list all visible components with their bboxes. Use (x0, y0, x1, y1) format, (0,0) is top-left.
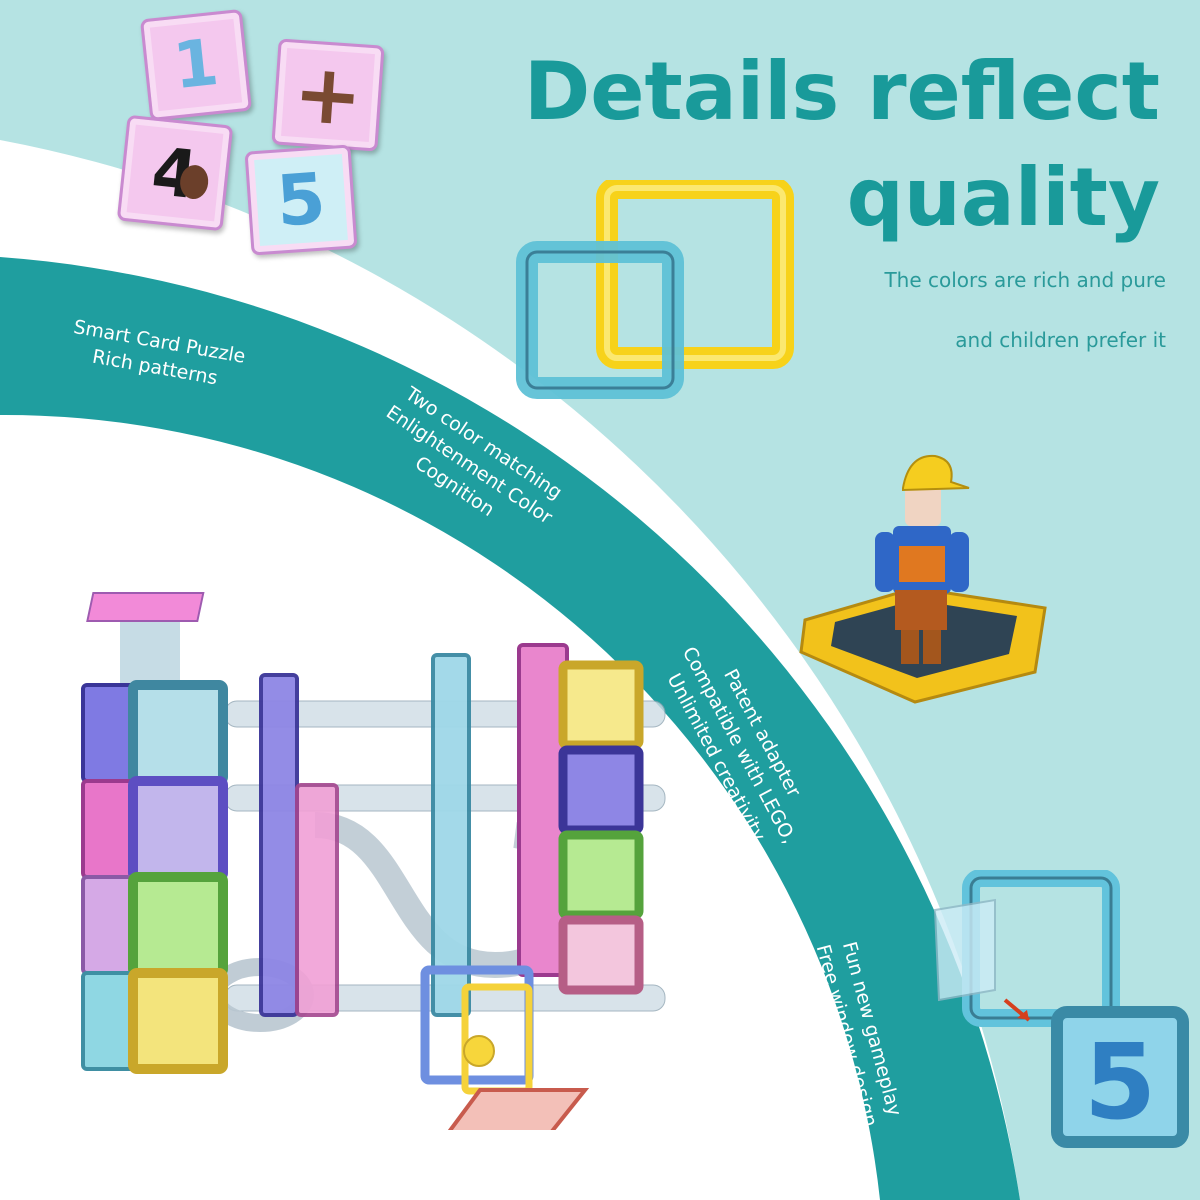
marble-ball (463, 1035, 495, 1067)
figure-head (905, 482, 941, 526)
puzzle-card-4: 5 (244, 144, 358, 256)
right-tile-column (517, 643, 644, 995)
window-panel (933, 898, 996, 1002)
card-number-5: 5 (273, 157, 329, 243)
headline-sub2: and children prefer it (955, 328, 1166, 352)
window-tiles-illustration: 5 (933, 870, 1189, 1148)
card-number-1: 1 (169, 25, 223, 105)
square-tiles-illustration (516, 180, 794, 399)
front-cube (420, 965, 590, 1130)
headline-sub1: The colors are rich and pure (884, 268, 1166, 292)
center-tile-column (259, 653, 471, 1017)
marble-run-tiles (81, 643, 644, 1130)
puzzle-card-2: + (271, 38, 385, 152)
lower-window-tile (1051, 1006, 1189, 1148)
puzzle-card-1: 1 (139, 8, 253, 122)
card-plus-sign: + (290, 45, 366, 145)
left-tile-column (81, 680, 228, 1074)
hard-hat (902, 454, 970, 492)
puzzle-card-3: 4 (116, 114, 234, 232)
headline-line2: quality (846, 151, 1160, 244)
figure-on-base-illustration (799, 454, 1047, 704)
headline-line1: Details reflect (523, 45, 1160, 138)
window-number-5: 5 (1084, 1021, 1156, 1143)
yellow-square-tile (596, 180, 794, 369)
card-number-4: 4 (148, 132, 202, 214)
dark-arc-band (0, 257, 1020, 1200)
tower-cap (86, 592, 205, 622)
